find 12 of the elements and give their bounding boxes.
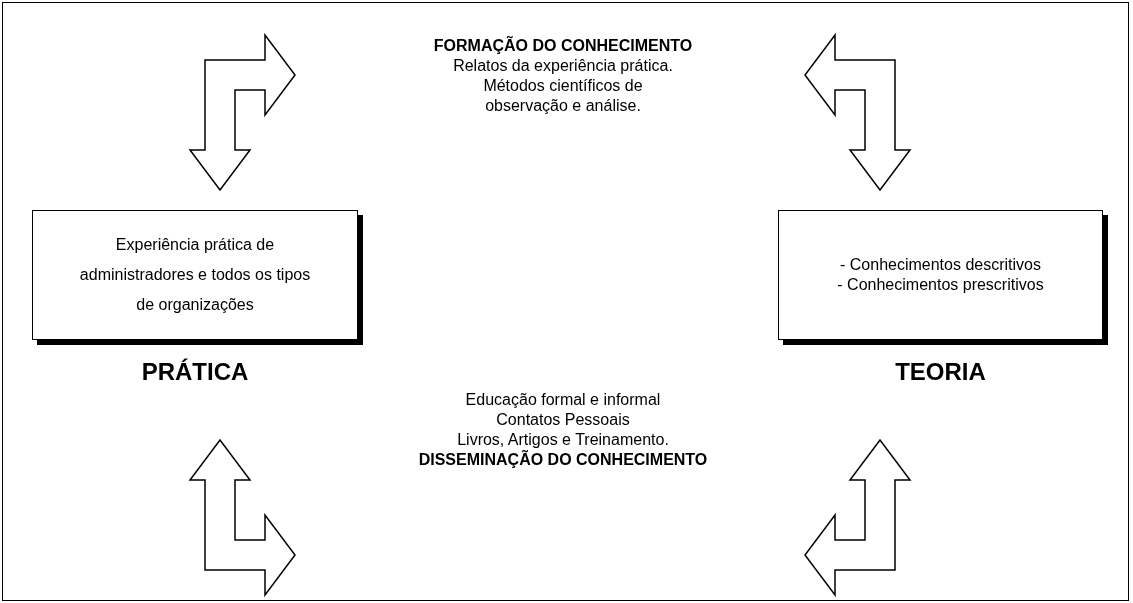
note-text: Contatos Pessoais	[495, 410, 631, 430]
note-text: Métodos científicos de observação e análise.	[482, 76, 644, 116]
box-heading: PRÁTICA	[140, 358, 250, 386]
section-heading: DISSEMINAÇÃO DO CONHECIMENTO	[417, 450, 709, 470]
box-text: - Conhecimentos descritivos	[840, 255, 1041, 275]
note-text: Educação formal e informal	[464, 390, 662, 410]
box-text: Experiência prática de administradores e todos os tipos de organizações	[78, 235, 312, 315]
note-text: Relatos da experiência prática.	[452, 56, 674, 76]
section-heading: FORMAÇÃO DO CONHECIMENTO	[432, 36, 694, 56]
box-heading: TEORIA	[894, 358, 987, 386]
box-text: - Conhecimentos prescritivos	[837, 275, 1044, 295]
note-text: Livros, Artigos e Treinamento.	[456, 430, 670, 450]
